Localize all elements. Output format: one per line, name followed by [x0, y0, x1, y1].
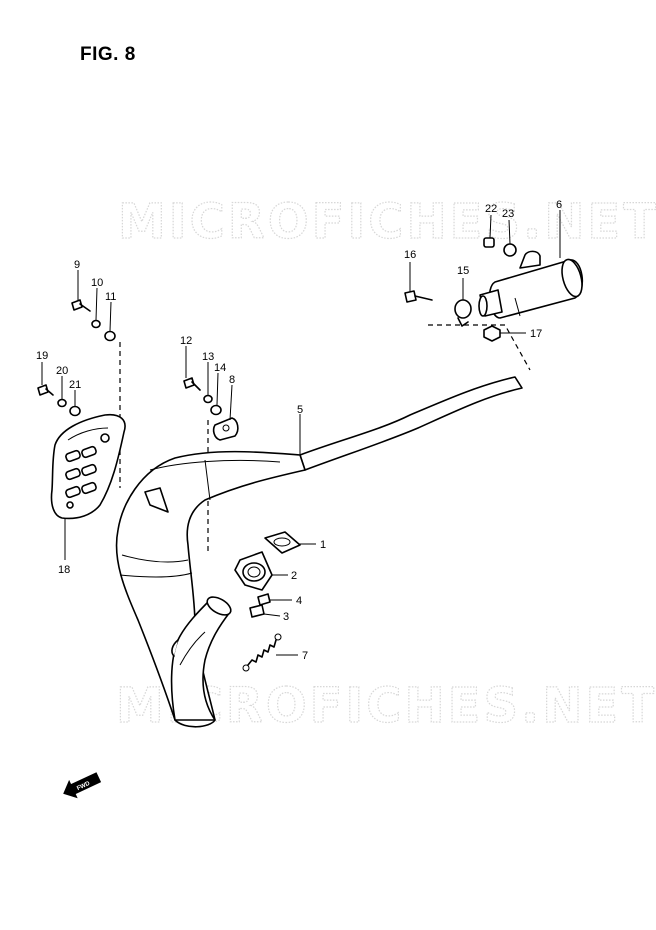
callout-21: 21 [69, 379, 81, 391]
silencer-part[interactable] [478, 250, 586, 319]
gasket-part[interactable] [264, 531, 301, 554]
leader-lines [41, 210, 561, 656]
fwd-label: FWD [76, 781, 92, 792]
callout-17: 17 [530, 328, 542, 340]
heat-guard-part[interactable] [50, 413, 126, 520]
callout-6: 6 [556, 199, 562, 211]
flange-bolt-part[interactable] [257, 593, 271, 606]
exhaust-chamber-part[interactable] [115, 376, 523, 728]
callout-16: 16 [404, 249, 416, 261]
callout-7: 7 [302, 650, 308, 662]
washer-11-part[interactable] [104, 330, 116, 342]
exhaust-spring-part[interactable] [242, 633, 282, 672]
callout-18: 18 [58, 564, 70, 576]
callout-22: 22 [485, 203, 497, 215]
grommet-23-part[interactable] [503, 243, 517, 257]
washer-14-part[interactable] [210, 404, 222, 416]
bolt-12-part[interactable] [183, 377, 201, 391]
figure-title: FIG. 8 [80, 44, 136, 65]
washer-20-part[interactable] [57, 398, 67, 408]
flange-screw-part[interactable] [249, 604, 265, 618]
mount-bracket-part[interactable] [212, 417, 239, 441]
callout-2: 2 [291, 570, 297, 582]
callout-11: 11 [105, 291, 116, 303]
exhaust-flange-part[interactable] [234, 551, 273, 591]
fwd-arrow-icon: FWD [63, 772, 102, 799]
washer-10-part[interactable] [91, 319, 101, 329]
watermark-top: MICROFICHES.NET [118, 194, 656, 250]
washer-13-part[interactable] [203, 394, 213, 404]
silencer-clamp-part[interactable] [454, 299, 472, 327]
bolt-16-part[interactable] [404, 290, 433, 303]
reference-line-silencer [428, 324, 531, 371]
washer-21-part[interactable] [69, 405, 81, 417]
callout-12: 12 [180, 335, 192, 347]
callout-13: 13 [202, 351, 214, 363]
callout-23: 23 [502, 208, 514, 220]
nut-17-part[interactable] [483, 325, 501, 342]
callout-14: 14 [214, 362, 226, 374]
callout-8: 8 [229, 374, 235, 386]
callout-19: 19 [36, 350, 48, 362]
collar-22-part[interactable] [483, 237, 495, 248]
callout-15: 15 [457, 265, 469, 277]
callout-10: 10 [91, 277, 103, 289]
callout-3: 3 [283, 611, 289, 623]
callout-4: 4 [296, 595, 302, 607]
callout-1: 1 [320, 539, 326, 551]
callout-20: 20 [56, 365, 68, 377]
bolt-9-part[interactable] [71, 299, 91, 312]
callout-9: 9 [74, 259, 80, 271]
callout-5: 5 [297, 404, 303, 416]
bolt-19-part[interactable] [37, 384, 54, 396]
